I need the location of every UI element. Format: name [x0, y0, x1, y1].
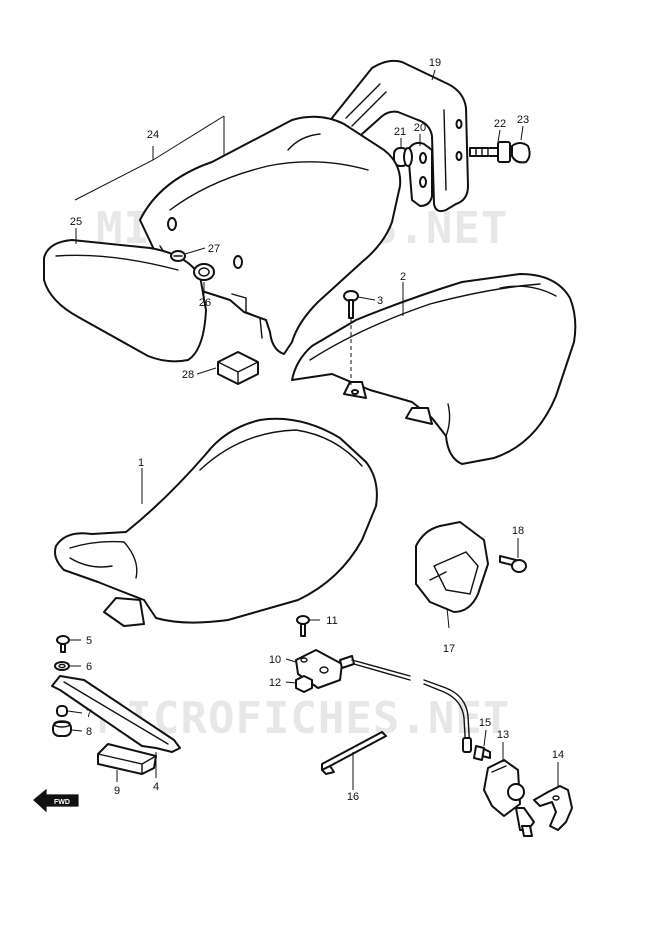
- callout-6[interactable]: 6: [86, 661, 92, 673]
- pad-25-part[interactable]: [43, 239, 207, 363]
- callout-19[interactable]: 19: [429, 57, 441, 69]
- screw-11-part[interactable]: [296, 615, 310, 637]
- callout-22[interactable]: 22: [494, 118, 506, 130]
- callout-labels: 1 2 3 4 5 6 7 8 9 10 11 12 13 14 15 16 1…: [70, 57, 564, 803]
- callout-12[interactable]: 12: [269, 677, 281, 689]
- nut-12-part[interactable]: [295, 675, 313, 693]
- cushion-26-part[interactable]: [193, 263, 215, 281]
- washer-6-part[interactable]: [54, 661, 70, 671]
- callout-14[interactable]: 14: [552, 749, 564, 761]
- svg-text:FWD: FWD: [54, 799, 70, 806]
- forward-direction-arrow-icon: FWD: [33, 788, 79, 813]
- callout-15[interactable]: 15: [479, 717, 491, 729]
- callout-24[interactable]: 24: [147, 129, 159, 141]
- rear-handle-part[interactable]: [331, 59, 469, 213]
- callout-25[interactable]: 25: [70, 216, 82, 228]
- callout-28[interactable]: 28: [182, 369, 194, 381]
- callout-11[interactable]: 11: [326, 615, 337, 627]
- rear-seat-part[interactable]: [291, 273, 577, 465]
- seat-stay-part[interactable]: [51, 675, 181, 753]
- callout-23[interactable]: 23: [517, 114, 529, 126]
- callout-20[interactable]: 20: [414, 122, 426, 134]
- seat-lock-set-part[interactable]: [483, 759, 535, 837]
- bracket-20-part[interactable]: [407, 141, 433, 207]
- cushion-pad-9-part[interactable]: [97, 743, 157, 775]
- front-seat-part[interactable]: [54, 417, 378, 627]
- callout-9[interactable]: 9: [114, 785, 120, 797]
- callout-27[interactable]: 27: [208, 243, 220, 255]
- cap-23-part[interactable]: [511, 142, 531, 164]
- callout-26[interactable]: 26: [199, 297, 211, 309]
- screw-27-part[interactable]: [170, 250, 186, 262]
- clamp-16-part[interactable]: [321, 731, 387, 775]
- callout-18[interactable]: 18: [512, 525, 524, 537]
- callout-10[interactable]: 10: [269, 654, 281, 666]
- callout-21[interactable]: 21: [394, 126, 406, 138]
- cushion-8-part[interactable]: [52, 720, 72, 737]
- cushion-21-part[interactable]: [393, 147, 413, 167]
- bolt-3-part[interactable]: [343, 290, 359, 319]
- callout-3[interactable]: 3: [377, 295, 383, 307]
- bolt-18-part[interactable]: [499, 555, 527, 573]
- callout-2[interactable]: 2: [400, 271, 406, 283]
- callout-8[interactable]: 8: [86, 726, 92, 738]
- bracket-14-part[interactable]: [533, 785, 573, 831]
- callout-4[interactable]: 4: [153, 781, 159, 793]
- callout-5[interactable]: 5: [86, 635, 92, 647]
- seat-tail-cover-part[interactable]: [139, 115, 402, 355]
- callout-16[interactable]: 16: [347, 791, 359, 803]
- screw-5-part[interactable]: [56, 635, 70, 653]
- callout-17[interactable]: 17: [443, 643, 455, 655]
- collar-7-part[interactable]: [56, 705, 68, 717]
- callout-1[interactable]: 1: [138, 457, 144, 469]
- bolt-22-part[interactable]: [469, 141, 511, 163]
- leader-lines: [67, 69, 559, 790]
- cover-17-part[interactable]: [415, 521, 489, 613]
- cushion-28-part[interactable]: [217, 351, 259, 385]
- callout-7[interactable]: 7: [86, 708, 92, 720]
- callout-13[interactable]: 13: [497, 729, 509, 741]
- bolt-15-part[interactable]: [473, 745, 491, 761]
